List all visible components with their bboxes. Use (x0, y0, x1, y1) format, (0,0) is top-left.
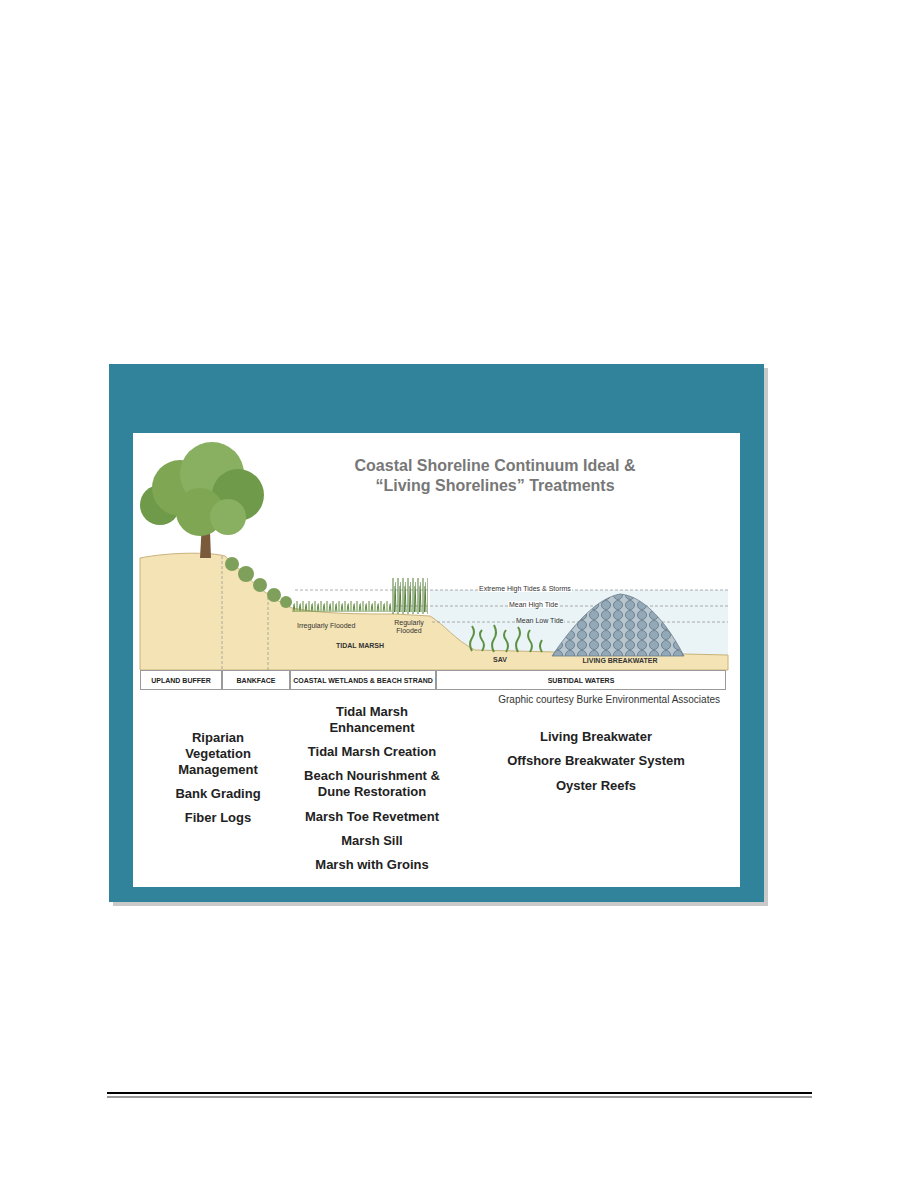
white-panel (133, 433, 740, 887)
zone-cell: SUBTIDAL WATERS (436, 670, 726, 690)
label-text: Bank Grading (175, 786, 260, 801)
tide-label: Mean High Tide (508, 601, 559, 609)
label-text: Oyster Reefs (556, 778, 636, 793)
zone-label: SUBTIDAL WATERS (548, 677, 615, 684)
credit-line: Graphic courtesy Burke Environmental Ass… (498, 694, 720, 706)
leaf-cluster (210, 499, 246, 535)
treatment-label: Tidal Marsh Enhancement (307, 704, 437, 736)
label-text: Living Breakwater (540, 729, 652, 744)
sav-plant (516, 627, 520, 652)
zone-divider (268, 592, 269, 670)
label-text: Graphic courtesy Burke Environmental Ass… (498, 694, 720, 705)
treatment-label: Marsh Sill (272, 833, 472, 849)
treatment-label: Tidal Marsh Creation (272, 744, 472, 760)
zone-note: Regularly Flooded (389, 619, 429, 635)
treatment-label: Living Breakwater (481, 729, 711, 745)
label-text: Fiber Logs (185, 810, 251, 825)
living-breakwater (552, 594, 684, 656)
treatment-label: Beach Nourishment & Dune Restoration (292, 768, 452, 800)
label-text: Marsh with Groins (315, 857, 428, 872)
bank-shrubs (225, 557, 292, 608)
treatment-label: Marsh with Groins (272, 857, 472, 873)
treatment-label: Offshore Breakwater System (481, 753, 711, 769)
treatment-label: Riparian Vegetation Management (163, 730, 273, 778)
label-text: Mean High Tide (508, 601, 559, 608)
frame-shadow (113, 368, 768, 906)
title-text: Coastal Shoreline Continuum Ideal & “Liv… (355, 457, 636, 494)
zone-name: SAV (493, 656, 507, 664)
label-text: Offshore Breakwater System (507, 753, 685, 768)
shrub (238, 566, 254, 582)
zone-label: COASTAL WETLANDS & BEACH STRAND (293, 677, 433, 684)
tide-label: Mean Low Tide (515, 617, 564, 625)
shrub (267, 588, 281, 602)
zone-cell: BANKFACE (222, 670, 290, 690)
zone-name: LIVING BREAKWATER (583, 657, 658, 665)
zone-label: BANKFACE (237, 677, 276, 684)
shrub (280, 596, 292, 608)
label-text: Tidal Marsh Enhancement (329, 704, 414, 735)
label-text: Marsh Sill (341, 833, 402, 848)
label-text: Mean Low Tide (515, 617, 564, 624)
treatment-label: Fiber Logs (143, 810, 293, 826)
treatment-label: Oyster Reefs (481, 778, 711, 794)
zone-cell: UPLAND BUFFER (140, 670, 222, 690)
label-text: Riparian Vegetation Management (178, 730, 257, 777)
zone-name: TIDAL MARSH (336, 642, 384, 650)
zone-cell: COASTAL WETLANDS & BEACH STRAND (290, 670, 436, 690)
label-text: Tidal Marsh Creation (308, 744, 436, 759)
sav-plant (540, 640, 542, 652)
zone-label: UPLAND BUFFER (151, 677, 211, 684)
label-text: LIVING BREAKWATER (583, 657, 658, 664)
teal-frame (109, 364, 764, 902)
zone-note: Irregularly Flooded (297, 622, 355, 630)
label-text: TIDAL MARSH (336, 642, 384, 649)
label-text: Beach Nourishment & Dune Restoration (304, 768, 440, 799)
sav-plants (470, 625, 542, 652)
tide-label: Extreme High Tides & Storms (478, 585, 572, 593)
label-text: Marsh Toe Revetment (305, 809, 439, 824)
label-text: Irregularly Flooded (297, 622, 355, 629)
treatment-label: Bank Grading (143, 786, 293, 802)
shrub (253, 578, 267, 592)
tree-canopy (140, 442, 264, 536)
sav-plant (470, 626, 474, 651)
marsh-grass (292, 601, 392, 613)
footer-rule (107, 1092, 812, 1094)
marsh-reeds (392, 578, 428, 614)
tide-lines (222, 556, 728, 670)
zone-divider (222, 556, 223, 670)
label-text: SAV (493, 656, 507, 663)
sav-plant (492, 625, 496, 652)
sav-plant (528, 630, 532, 652)
sav-plant (480, 630, 484, 651)
sav-plant (504, 630, 508, 652)
label-text: Extreme High Tides & Storms (478, 585, 572, 592)
label-text: Regularly Flooded (394, 619, 424, 634)
treatment-label: Marsh Toe Revetment (272, 809, 472, 825)
ground-profile (140, 553, 728, 670)
diagram-title: Coastal Shoreline Continuum Ideal & “Liv… (325, 456, 665, 496)
mean-high-line (395, 606, 728, 607)
shrub (225, 557, 239, 571)
footer-rule (107, 1097, 812, 1098)
